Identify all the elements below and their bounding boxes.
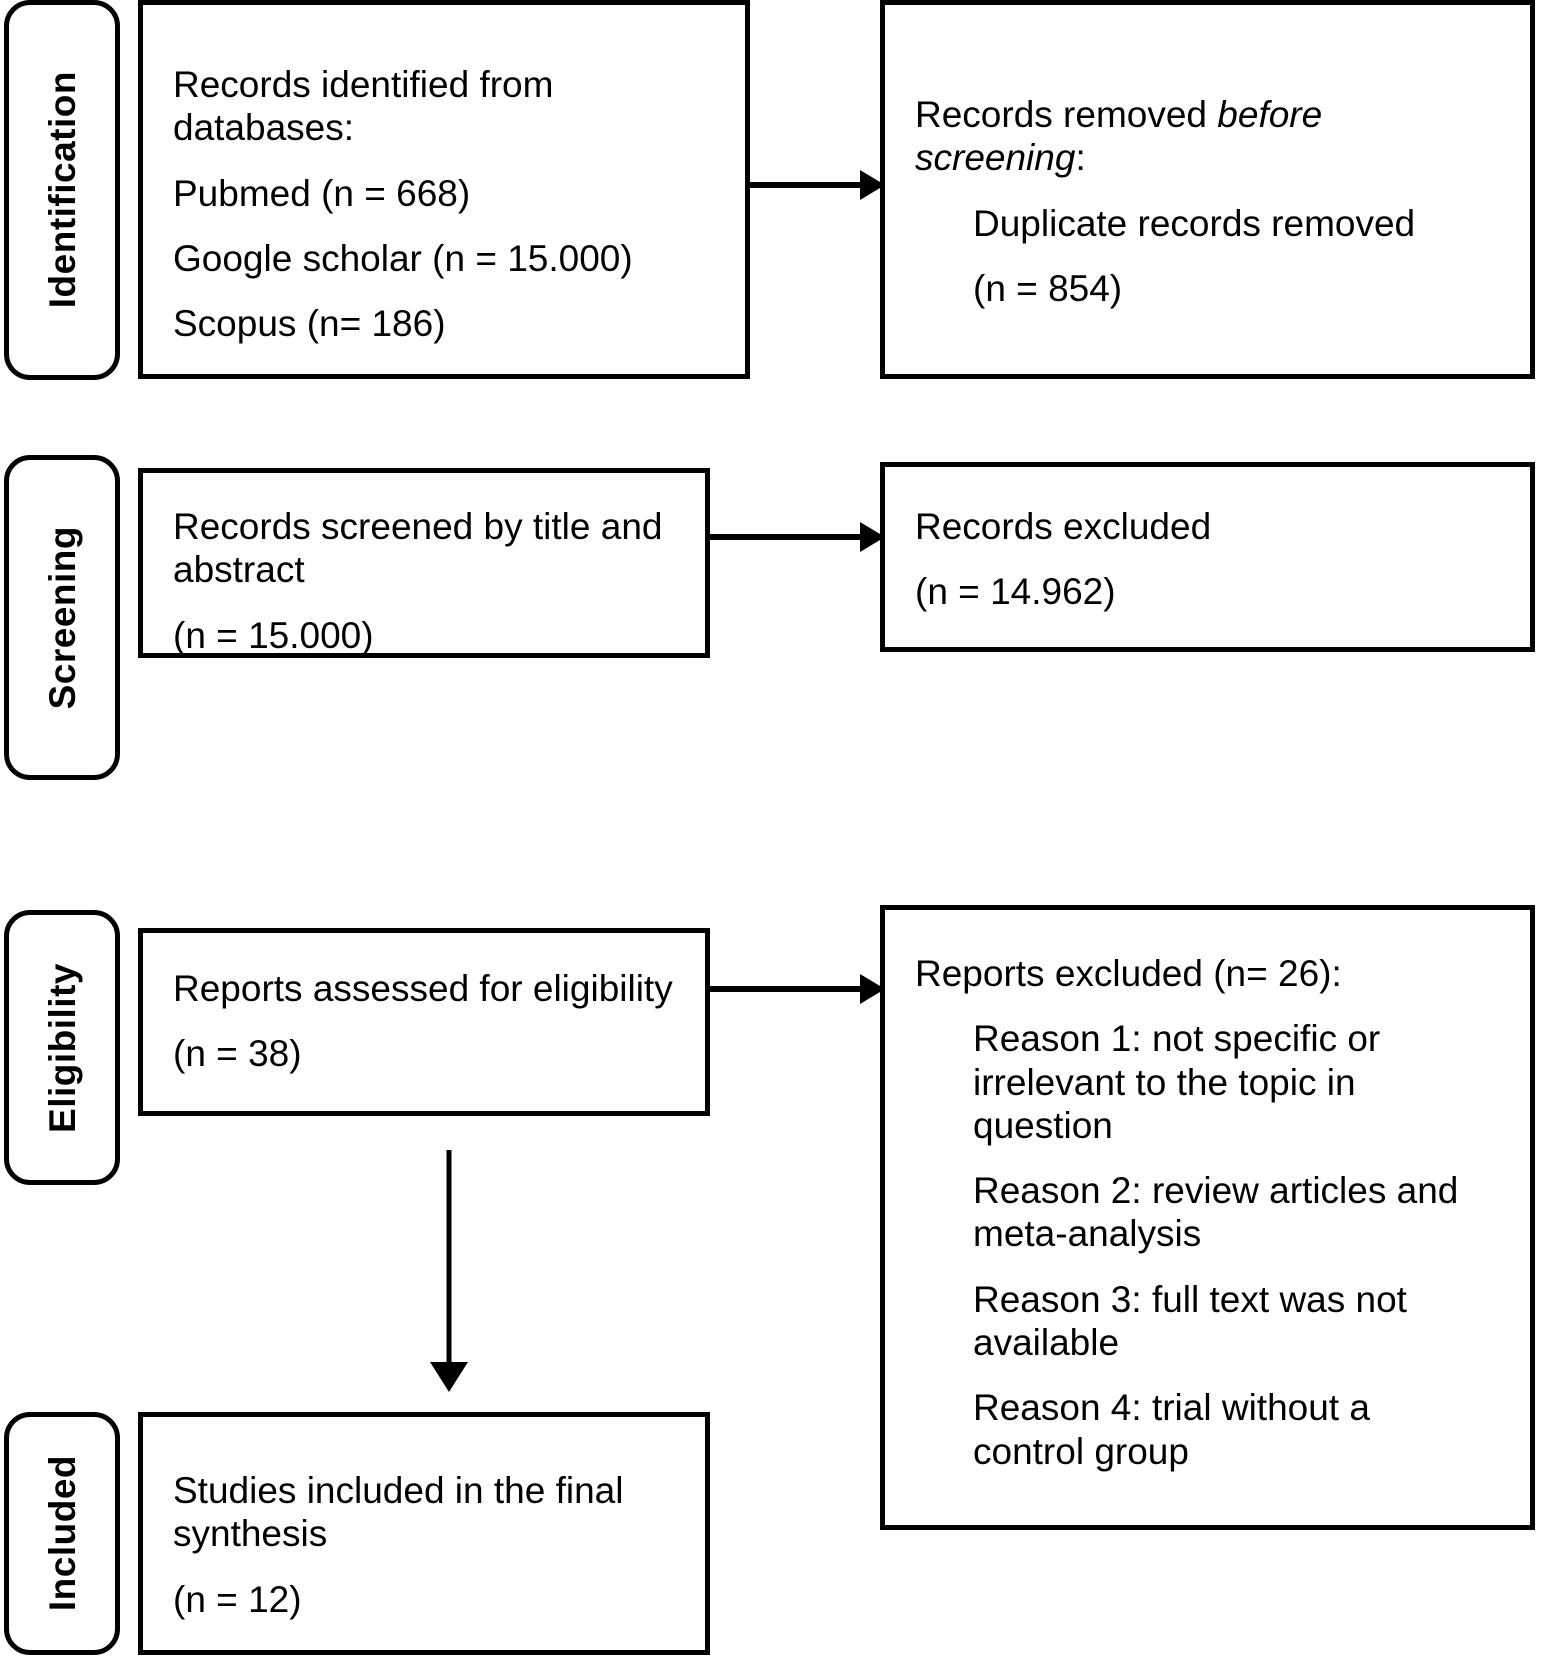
box-records-excluded: Records excluded (n = 14.962)	[880, 462, 1535, 652]
stage-label-included-text: Included	[41, 1455, 83, 1612]
records-excluded-line-1: Records excluded	[915, 506, 1212, 547]
studies-included-line-1: Studies included in the final	[173, 1470, 624, 1511]
box-records-screened: Records screened by title and abstract (…	[138, 468, 710, 658]
reports-excluded-reason-1-line-1: Reason 1: not specific or	[973, 1018, 1381, 1060]
reports-excluded-reason-1-line-2: irrelevant to the topic in	[973, 1061, 1356, 1103]
records-removed-detail-duplicates: Duplicate records removed	[973, 202, 1416, 244]
stage-label-identification: Identification	[4, 0, 120, 380]
connector-screening-to-excluded	[710, 520, 885, 554]
connector-eligibility-to-excluded	[710, 972, 885, 1006]
records-excluded-count: (n = 14.962)	[915, 571, 1116, 613]
box-records-identified: Records identified from databases: Pubme…	[138, 0, 750, 379]
box-records-removed: Records removed before screening: Duplic…	[880, 0, 1535, 379]
studies-included-count: (n = 12)	[173, 1578, 302, 1620]
reports-excluded-heading: Reports excluded (n= 26):	[915, 953, 1342, 994]
reports-excluded-reason-1-line-3: question	[973, 1104, 1113, 1146]
records-identified-source-google-scholar: Google scholar (n = 15.000)	[173, 237, 633, 279]
reports-excluded-reason-4-line-2: control group	[973, 1430, 1189, 1472]
records-removed-heading: Records removed before screening:	[915, 93, 1500, 180]
reports-excluded-reason-2-line-2: meta-analysis	[973, 1213, 1202, 1255]
studies-included-line-2: synthesis	[173, 1513, 328, 1555]
reports-excluded-reason-4-line-1: Reason 4: trial without a	[973, 1387, 1370, 1429]
box-reports-excluded: Reports excluded (n= 26): Reason 1: not …	[880, 905, 1535, 1530]
records-identified-heading-line-1: Records identified from	[173, 64, 554, 105]
records-removed-heading-prefix: Records removed	[915, 94, 1218, 135]
connector-identification-to-removed	[750, 168, 885, 202]
reports-excluded-reason-3-line-2: available	[973, 1321, 1120, 1363]
stage-label-screening-text: Screening	[41, 525, 83, 710]
connector-eligibility-to-included	[418, 1150, 480, 1392]
reports-assessed-count: (n = 38)	[173, 1033, 302, 1075]
records-identified-source-scopus: Scopus (n= 186)	[173, 303, 446, 345]
stage-label-eligibility: Eligibility	[4, 910, 120, 1185]
records-identified-heading-line-2: databases:	[173, 107, 355, 149]
records-screened-line-2: abstract	[173, 549, 305, 591]
box-studies-included: Studies included in the final synthesis …	[138, 1412, 710, 1655]
records-screened-count: (n = 15.000)	[173, 614, 374, 656]
stage-label-screening: Screening	[4, 455, 120, 780]
stage-label-included: Included	[4, 1412, 120, 1655]
stage-label-identification-text: Identification	[41, 71, 83, 309]
records-removed-heading-suffix: :	[1075, 137, 1086, 179]
reports-assessed-line-1: Reports assessed for eligibility	[173, 968, 673, 1009]
records-removed-heading-italic: before screening	[915, 94, 1323, 179]
records-identified-source-pubmed: Pubmed (n = 668)	[173, 172, 471, 214]
records-removed-detail-count: (n = 854)	[973, 267, 1123, 309]
box-reports-assessed: Reports assessed for eligibility (n = 38…	[138, 928, 710, 1116]
stage-label-eligibility-text: Eligibility	[41, 962, 83, 1133]
records-screened-line-1: Records screened by title and	[173, 506, 663, 547]
reports-excluded-reason-3-line-1: Reason 3: full text was not	[973, 1278, 1407, 1320]
reports-excluded-reason-2-line-1: Reason 2: review articles and	[973, 1170, 1459, 1212]
